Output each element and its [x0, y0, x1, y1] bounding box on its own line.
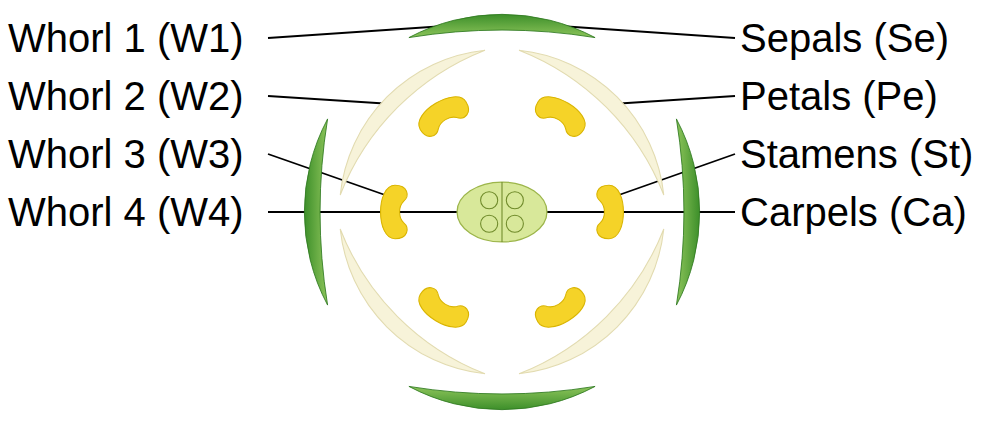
stamen: [532, 284, 592, 334]
ovule: [481, 215, 498, 232]
petal: [340, 229, 485, 374]
stamens: [381, 90, 624, 335]
part-label: Petals (Pe): [740, 74, 938, 118]
leader-line: [268, 154, 388, 196]
ovule: [506, 192, 523, 209]
sepal: [304, 119, 327, 305]
petal: [519, 50, 664, 195]
carpels: [457, 182, 547, 242]
leader-line: [546, 211, 735, 213]
carpel: [457, 182, 547, 242]
petal: [519, 229, 664, 374]
ovules: [481, 192, 524, 233]
whorl-label: Whorl 2 (W2): [8, 74, 244, 118]
septum: [501, 182, 502, 242]
part-label: Stamens (St): [740, 132, 973, 176]
stamen: [532, 90, 592, 140]
petals: [340, 50, 664, 374]
stamen: [597, 185, 624, 239]
sepal: [409, 14, 595, 37]
whorl-label: Whorl 1 (W1): [8, 16, 244, 60]
petal: [340, 50, 485, 195]
leader-line: [268, 96, 392, 104]
stamen: [413, 284, 473, 334]
stamen: [381, 185, 408, 239]
whorl-label: Whorl 4 (W4): [8, 190, 244, 234]
leader-line: [616, 154, 735, 196]
sepal: [676, 119, 699, 305]
part-label: Sepals (Se): [740, 16, 949, 60]
leader-line: [268, 211, 458, 213]
whorl-label: Whorl 3 (W3): [8, 132, 244, 176]
ovule: [506, 215, 523, 232]
ovule: [481, 192, 498, 209]
stamen: [413, 90, 473, 140]
leader-line: [612, 96, 735, 104]
sepal: [409, 386, 595, 409]
sepals: [304, 14, 699, 409]
flower: [304, 14, 699, 409]
part-label: Carpels (Ca): [740, 190, 967, 234]
